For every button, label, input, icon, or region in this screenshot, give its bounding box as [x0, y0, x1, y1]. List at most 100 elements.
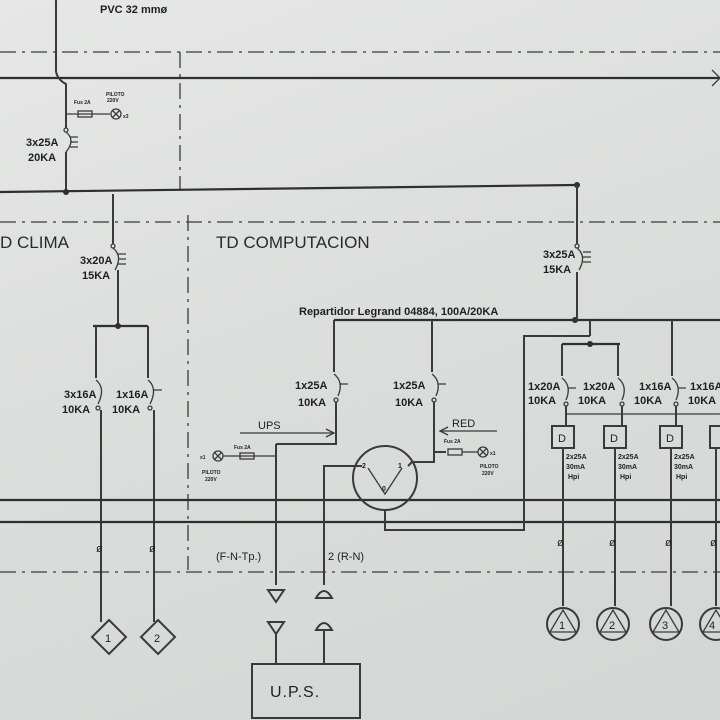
selector-output-wire — [384, 335, 590, 531]
repartidor-label: Repartidor Legrand 04884, 100A/20KA — [299, 306, 498, 318]
clima-output-wires — [100, 410, 155, 622]
piloto-voltage-top: 220V — [107, 98, 119, 104]
diff-3-rating: 2x25A — [674, 454, 695, 461]
fuse-icon-left — [239, 452, 255, 460]
diff-2-type: Hpi — [620, 474, 631, 481]
clima-main-breaker-ka: 15KA — [82, 270, 110, 282]
clima-breaker-2-ka: 10KA — [112, 404, 140, 416]
fuse-label-right: Fus 2A — [444, 439, 461, 445]
out-breaker-1a-icon — [561, 377, 576, 407]
output-circle-icon — [699, 607, 720, 641]
ground-symbol-out-2: ø — [609, 537, 616, 549]
fuse-icon-top — [77, 110, 93, 118]
diff-1-sensitivity: 30mA — [566, 464, 585, 471]
out-3-rating: 1x16A — [639, 381, 671, 393]
outputs-feed-branches — [561, 320, 673, 376]
ups-input-breaker-icon — [333, 373, 348, 403]
pilot-lamp-icon-left — [212, 450, 224, 462]
selector-position-1: 1 — [398, 463, 402, 470]
clima-branch-wires — [95, 326, 149, 378]
right-main-breaker-icon — [574, 243, 591, 271]
differential-3-symbol: D — [666, 433, 674, 445]
sub-bus-line — [0, 183, 576, 194]
diff-3-type: Hpi — [676, 474, 687, 481]
right-main-breaker-rating: 3x25A — [543, 249, 575, 261]
out-breaker-wires — [565, 406, 677, 426]
differential-2: D — [603, 425, 627, 449]
differential-2-symbol: D — [610, 433, 618, 445]
clima-breaker-1-ka: 10KA — [62, 404, 90, 416]
diff-2-rating: 2x25A — [618, 454, 639, 461]
output-diamond-icon — [139, 618, 177, 656]
selector-position-2: 2 — [362, 463, 366, 470]
red-input-breaker-rating: 1x25A — [393, 380, 425, 392]
red-arrow-icon — [438, 426, 449, 436]
clima-breaker-1-rating: 3x16A — [64, 389, 96, 401]
piloto-voltage-right: 220V — [482, 471, 494, 477]
diff-1-rating: 2x25A — [566, 454, 587, 461]
ground-symbol-out-1: ø — [557, 537, 564, 549]
ground-symbol-out-3: ø — [665, 537, 672, 549]
ups-input-breaker-ka: 10KA — [298, 397, 326, 409]
selector-contacts-icon — [367, 467, 403, 496]
output-diamond-icon — [90, 618, 128, 656]
main-breaker-icon — [63, 127, 78, 153]
diff-1-type: Hpi — [568, 474, 579, 481]
piloto-label-right: PILOTO — [480, 464, 499, 470]
connector-icon — [266, 589, 286, 636]
output-left-2-label: 2 — [154, 633, 160, 645]
ups-line-label: UPS — [258, 420, 281, 432]
piloto-voltage-left: 220V — [205, 477, 217, 483]
output-circle-icon — [546, 607, 580, 641]
output-circuit-wires — [562, 448, 717, 606]
pilot-count-right: x1 — [490, 451, 496, 457]
cable-spec-label: PVC 32 mmø — [100, 4, 168, 16]
out-1b-rating: 1x20A — [583, 381, 615, 393]
ups-box-label: U.P.S. — [270, 684, 320, 701]
fuse-label-left: Fus 2A — [234, 445, 251, 451]
fuse-label-top: Fus 2A — [74, 100, 91, 106]
pilot-lamp-icon-right — [477, 446, 489, 458]
differential-3: D — [659, 425, 683, 449]
pilot-count-top: x3 — [123, 114, 129, 120]
selector-to-rn-wire — [323, 465, 362, 585]
output-right-2-label: 2 — [609, 620, 615, 632]
rn-line-label: 2 (R-N) — [328, 551, 364, 563]
clima-breaker-2-icon — [147, 379, 162, 411]
out-1a-ka: 10KA — [528, 395, 556, 407]
diff-3-sensitivity: 30mA — [674, 464, 693, 471]
out-4-rating: 1x16A — [690, 381, 720, 393]
output-right-3-label: 3 — [662, 620, 668, 632]
junction-dot — [115, 323, 121, 329]
ups-arrow-icon — [325, 428, 336, 438]
diff-2-sensitivity: 30mA — [618, 464, 637, 471]
connector-icon — [314, 590, 334, 631]
main-tap-wire — [55, 71, 67, 128]
ups-box — [251, 663, 361, 719]
out-breaker-3-icon — [671, 377, 686, 407]
clima-main-breaker-icon — [110, 243, 126, 271]
red-input-breaker-ka: 10KA — [395, 397, 423, 409]
output-right-1-label: 1 — [559, 620, 565, 632]
area-computacion-label: TD COMPUTACION — [216, 233, 370, 252]
red-to-selector-wire — [407, 452, 435, 467]
ups-input-wire — [276, 402, 337, 445]
out-1b-ka: 10KA — [578, 395, 606, 407]
ground-symbol-2: ø — [149, 543, 156, 555]
differential-1: D — [551, 425, 575, 449]
bus-arrow-icon — [711, 69, 720, 87]
piloto-label-left: PILOTO — [202, 470, 221, 476]
clima-main-breaker-rating: 3x20A — [80, 255, 112, 267]
output-right-4-label: 4 — [709, 620, 715, 632]
out-4-ka: 10KA — [688, 395, 716, 407]
main-breaker-rating: 3x25A — [26, 137, 58, 149]
right-main-breaker-ka: 15KA — [543, 264, 571, 276]
out-1a-rating: 1x20A — [528, 381, 560, 393]
pilot-lamp-icon-top — [110, 108, 122, 120]
out-3-ka: 10KA — [634, 395, 662, 407]
red-line-label: RED — [452, 418, 475, 430]
pilot-count-left: x1 — [200, 455, 206, 461]
ups-box-wires — [275, 630, 325, 664]
out-breaker-1b-icon — [617, 377, 625, 407]
